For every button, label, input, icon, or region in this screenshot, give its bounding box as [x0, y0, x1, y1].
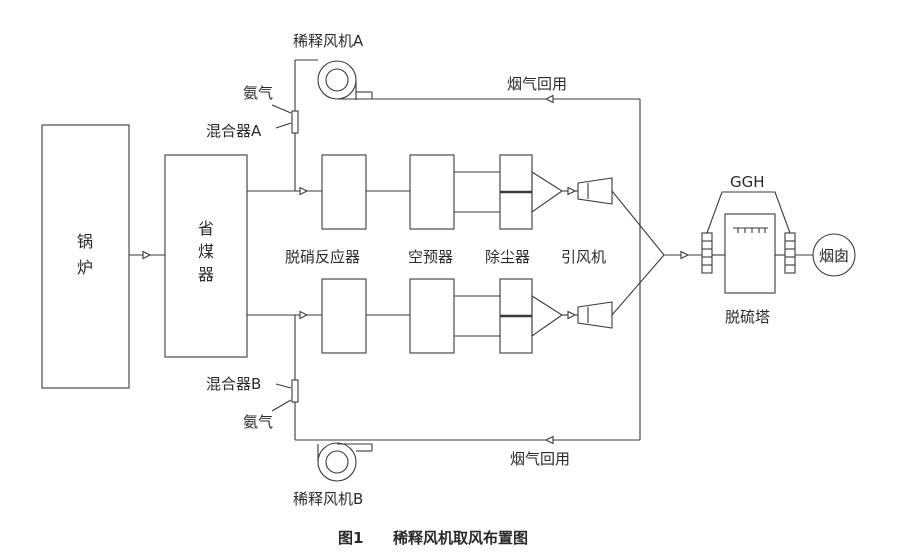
economizer-box: [164, 154, 248, 358]
ggh-label: GGH: [730, 173, 765, 191]
dilution-fan-b-label: 稀释风机B: [293, 490, 363, 508]
ammonia-b-label: 氨气: [243, 413, 273, 431]
ggh-bracket: [706, 191, 791, 234]
mixer-b-pointer: [275, 383, 292, 389]
arrow-bottom-flue: [299, 310, 309, 320]
caption-figure-number: 图1: [338, 529, 363, 547]
arrow-merge-ggh: [680, 250, 690, 260]
chimney-label: 烟囱: [819, 247, 849, 265]
arrow-recycle-top: [544, 94, 554, 104]
scr-reactor-bottom: [321, 278, 367, 354]
scr-reactor-top: [321, 154, 367, 230]
fan-bottom-merge: [611, 254, 665, 316]
scr-reactor-label: 脱硝反应器: [285, 248, 360, 266]
flue-gas-recycle-bottom-label: 烟气回用: [510, 450, 570, 468]
ammonia-b-pointer: [271, 399, 292, 412]
ammonia-a-pointer: [271, 104, 292, 114]
boiler-box: [41, 124, 130, 389]
id-fan-label: 引风机: [561, 248, 606, 266]
dilution-fan-a-label: 稀释风机A: [293, 32, 364, 50]
ggh-wheel-right: [784, 232, 796, 274]
flue-gas-recycle-top-label: 烟气回用: [507, 75, 567, 93]
mixer-b-label: 混合器B: [206, 375, 261, 393]
desulfurization-tower-label: 脱硫塔: [725, 308, 770, 326]
arrow-dust-fan-top: [567, 186, 577, 196]
boiler-label-1: 锅: [77, 232, 93, 251]
mixer-a-pointer: [275, 122, 292, 129]
ggh-wheel-left: [701, 232, 713, 274]
economizer-label-1: 省: [198, 219, 214, 238]
dust-collector-label: 除尘器: [485, 248, 530, 266]
arrow-dust-fan-bottom: [567, 310, 577, 320]
desulfurization-tower: [724, 213, 776, 294]
mixer-a-label: 混合器A: [206, 122, 262, 140]
air-preheater-top: [409, 154, 455, 230]
chimney-circle: [812, 233, 856, 277]
dust-hopper-top: [531, 171, 563, 214]
fan-top-merge: [611, 190, 665, 256]
air-preheater-bottom: [409, 278, 455, 354]
arrow-recycle-bottom: [544, 435, 554, 445]
dilution-fan-a: [317, 60, 357, 100]
dilution-fan-b-inner: [325, 450, 349, 474]
dust-hopper-bottom: [531, 295, 563, 338]
economizer-label-2: 煤: [198, 242, 214, 261]
boiler-label-2: 炉: [77, 258, 93, 277]
ammonia-a-label: 氨气: [243, 84, 273, 102]
mixer-b: [291, 379, 299, 403]
economizer-label-3: 器: [198, 265, 214, 284]
dilution-fan-a-inner: [325, 68, 349, 92]
arrow-boiler-economizer: [142, 250, 152, 260]
air-preheater-label: 空预器: [408, 248, 453, 266]
id-fan-bottom: [577, 301, 613, 329]
arrow-top-flue: [299, 186, 309, 196]
caption-title: 稀释风机取风布置图: [393, 529, 528, 547]
dilution-fan-b: [317, 442, 357, 482]
mixer-a: [291, 110, 299, 134]
id-fan-top: [577, 177, 613, 205]
